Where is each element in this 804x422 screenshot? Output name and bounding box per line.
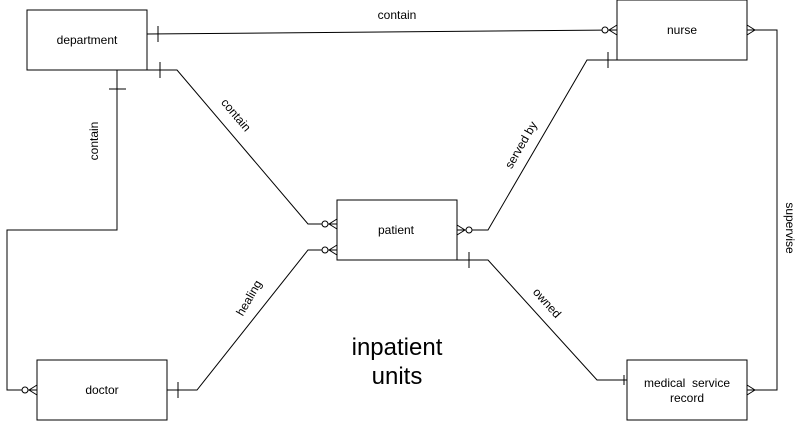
- entity-nurse[interactable]: [616, 0, 748, 61]
- cardinality-zero-mark: [601, 26, 609, 34]
- entity-patient[interactable]: [336, 199, 458, 261]
- relationship-label-nurse-patient: served by: [502, 119, 540, 171]
- edge-patient-record: [457, 252, 627, 385]
- cardinality-zero-mark: [465, 226, 473, 234]
- entity-label-doctor: doctor: [85, 383, 118, 397]
- diagram-title-line1: inpatient: [352, 334, 443, 361]
- relationship-label-nurse-record: supervise: [783, 202, 797, 254]
- entity-department[interactable]: [26, 9, 148, 71]
- relationship-label-patient-record: owned: [530, 285, 564, 321]
- cardinality-many-mark: [746, 384, 756, 396]
- edge-department-patient: [147, 62, 338, 230]
- edge-doctor-patient: [167, 244, 338, 398]
- cardinality-many-mark: [746, 24, 756, 36]
- entity-label-department: department: [57, 33, 118, 47]
- cardinality-many-mark: [608, 24, 618, 36]
- edge-department-doctor: [6, 70, 126, 396]
- edge-department-nurse: [146, 24, 618, 42]
- relationship-label-department-patient: contain: [218, 96, 254, 135]
- relationship-label-doctor-patient: healing: [233, 278, 264, 319]
- cardinality-many-mark: [28, 384, 38, 396]
- entity-label-patient: patient: [378, 223, 415, 237]
- entity-label-record-line1: medical service: [644, 376, 730, 390]
- relationship-label-department-doctor: contain: [87, 122, 101, 161]
- diagram-title-line2: units: [372, 363, 423, 390]
- entity-medical-service-record[interactable]: [626, 359, 748, 421]
- cardinality-many-mark: [328, 218, 338, 230]
- entity-label-record-line2: record: [670, 391, 704, 405]
- edge-nurse-record: [746, 24, 778, 396]
- cardinality-zero-mark: [321, 220, 329, 228]
- cardinality-many-mark: [328, 244, 338, 256]
- cardinality-many-mark: [456, 224, 466, 236]
- entity-doctor[interactable]: [36, 359, 168, 421]
- cardinality-zero-mark: [321, 246, 329, 254]
- entity-label-nurse: nurse: [667, 23, 697, 37]
- edge-nurse-patient: [456, 52, 617, 236]
- cardinality-zero-mark: [21, 386, 29, 394]
- relationship-label-department-nurse: contain: [378, 8, 417, 22]
